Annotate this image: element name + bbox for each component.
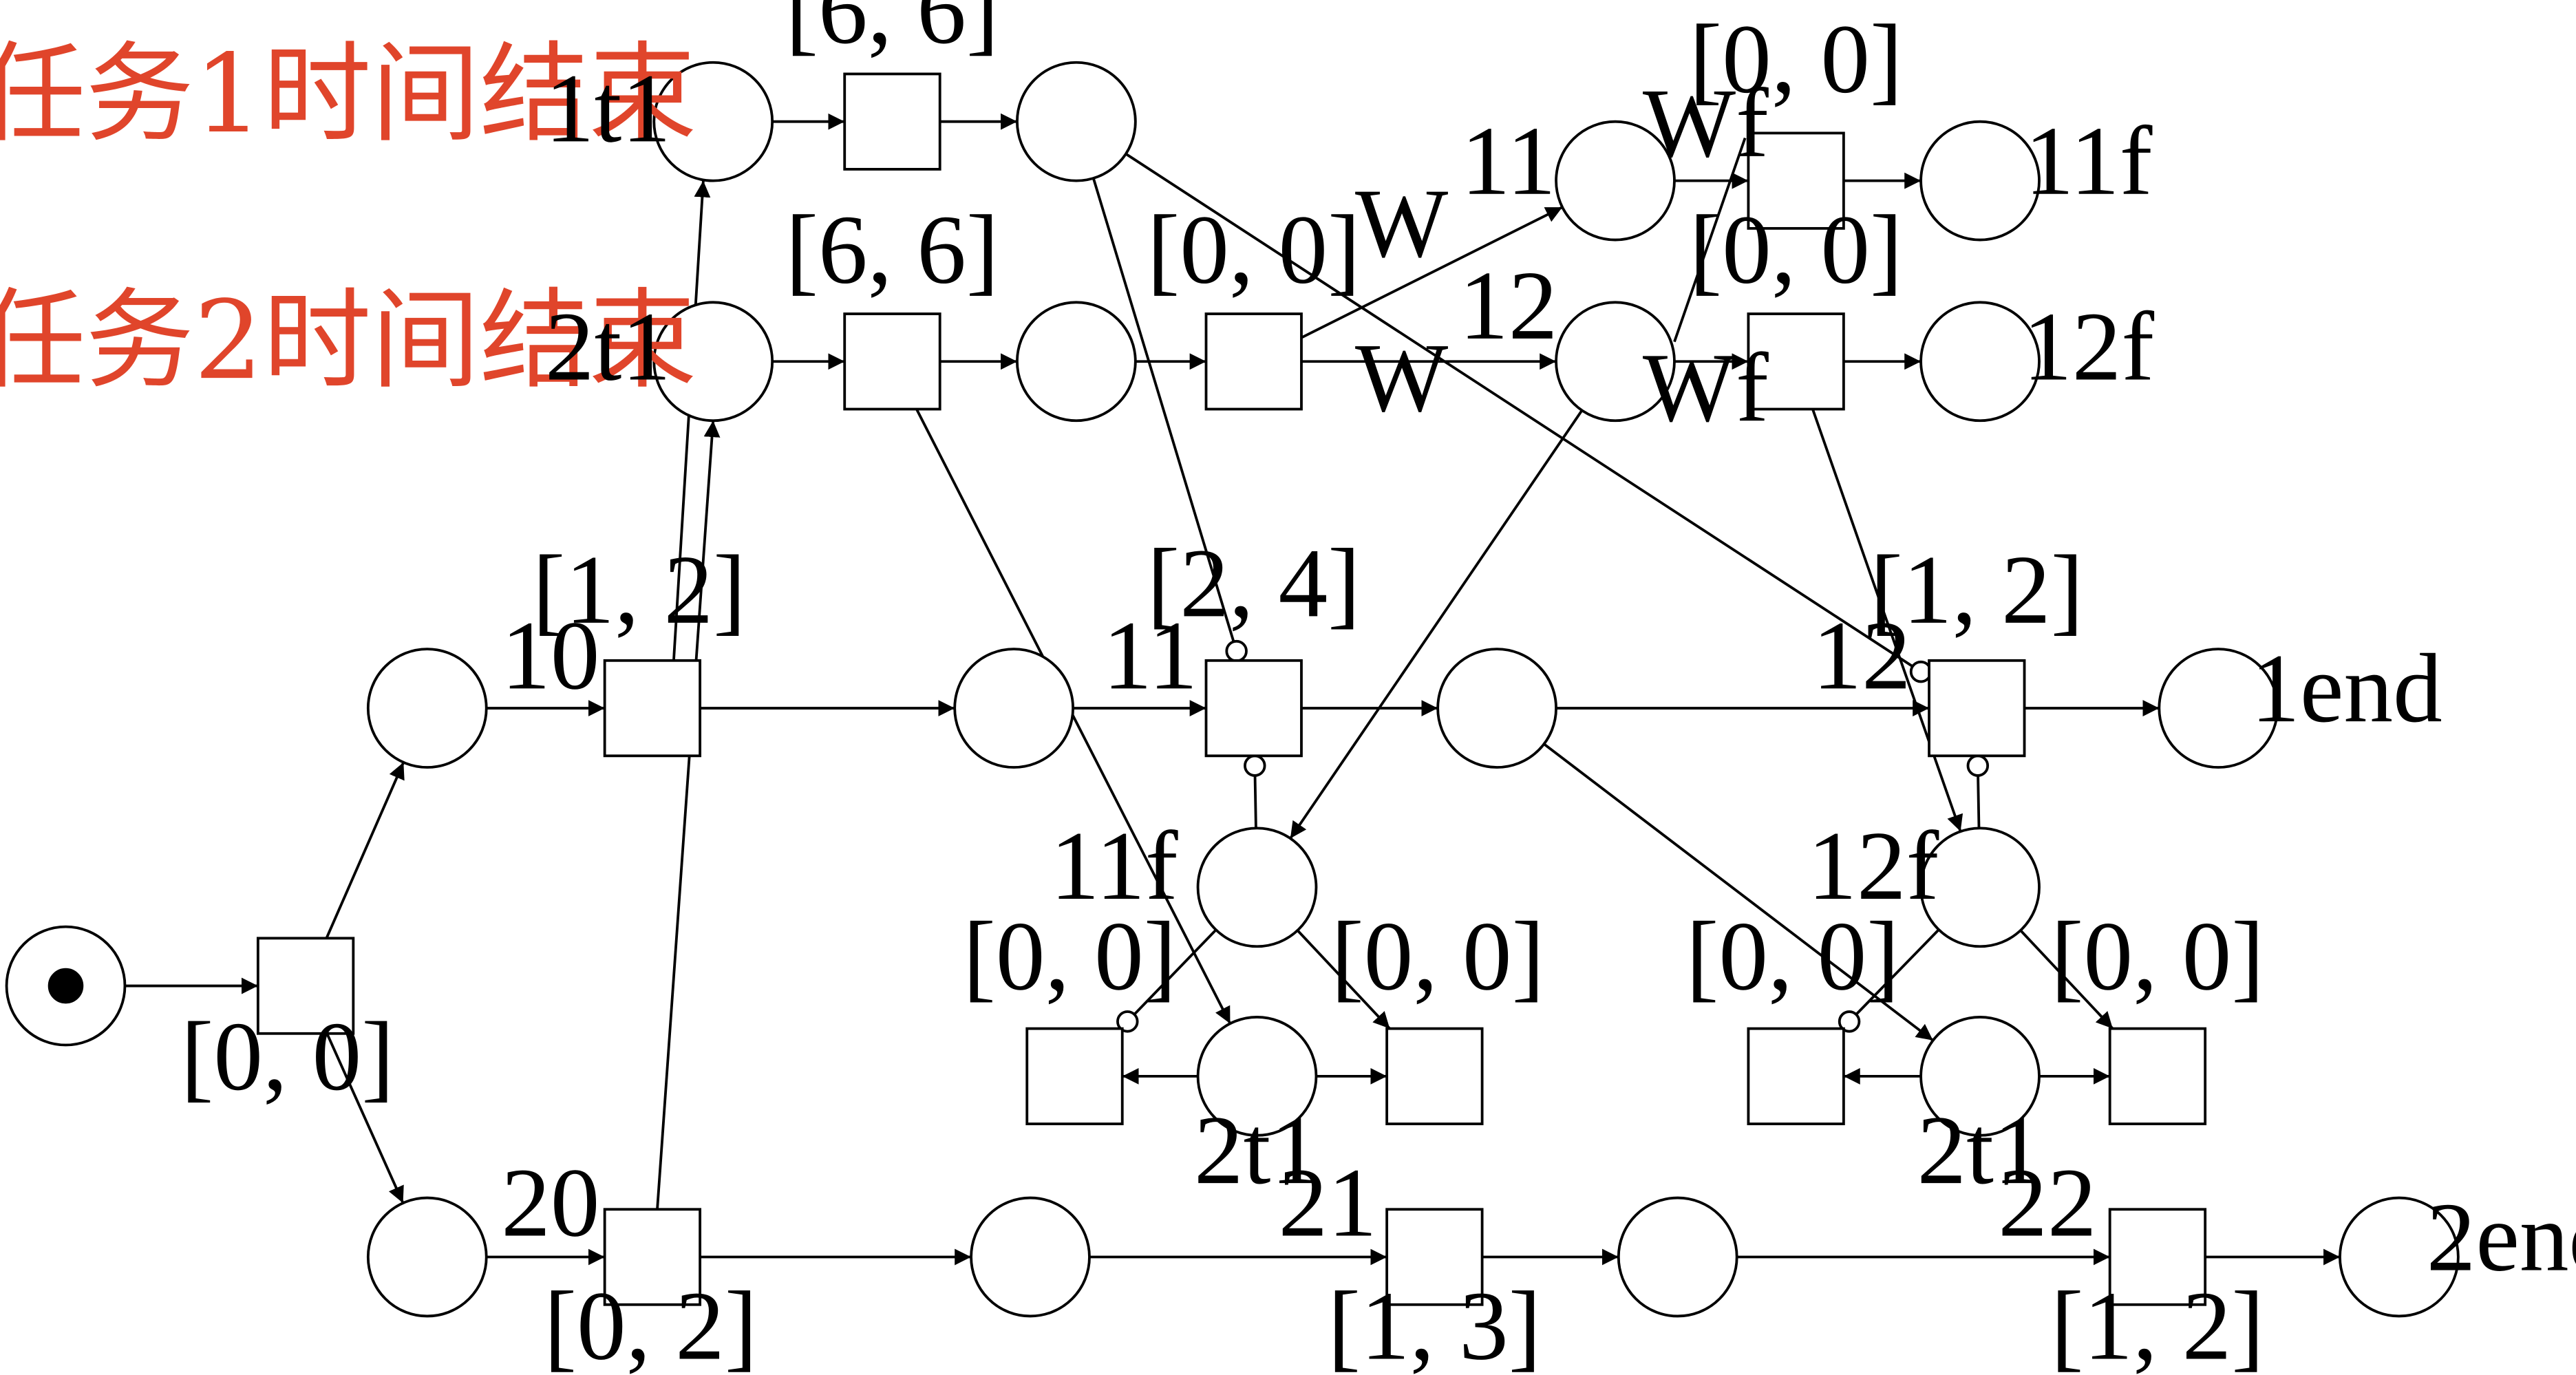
interval-21: [1, 3] bbox=[1328, 1271, 1541, 1375]
place-pt2out bbox=[1016, 301, 1137, 423]
place-p1end bbox=[2158, 648, 2279, 769]
transition-t12 bbox=[1928, 659, 2026, 758]
interval-b1: [0, 0] bbox=[1686, 901, 1899, 1010]
transition-tb1 bbox=[1747, 1027, 1845, 1126]
arc-label-22: 22 bbox=[1998, 1147, 2096, 1257]
arc-label-wf-top: Wf bbox=[1643, 68, 1769, 178]
label-2t1-right: 2t1 bbox=[1917, 1095, 2043, 1204]
interval-t2: [6, 6] bbox=[785, 195, 999, 304]
inhibit-out-12-circle bbox=[1909, 660, 1933, 683]
transition-twf1 bbox=[1747, 131, 1845, 230]
arc-11f-a2 bbox=[1296, 929, 1391, 1030]
label-2t1: 2t1 bbox=[545, 292, 671, 401]
transition-twf2 bbox=[1747, 312, 1845, 411]
transition-ta2 bbox=[1385, 1027, 1484, 1126]
arc-start-d bbox=[326, 1033, 405, 1204]
arc-label-w-top: W bbox=[1355, 168, 1448, 277]
place-pe bbox=[970, 1196, 1091, 1318]
inhibit-11f-a1-circle bbox=[1116, 1010, 1139, 1033]
arc-w-11 bbox=[1301, 206, 1563, 339]
transition-t10 bbox=[603, 659, 702, 758]
place-p12 bbox=[1555, 301, 1676, 423]
interval-t1: [6, 6] bbox=[785, 0, 999, 64]
label-2t1-left: 2t1 bbox=[1194, 1095, 1320, 1204]
arc-label-wf-bottom: Wf bbox=[1643, 332, 1769, 442]
place-pc bbox=[1436, 648, 1557, 769]
transition-tb2 bbox=[2108, 1027, 2207, 1126]
place-pb bbox=[953, 648, 1075, 769]
inhibit-11f-a1 bbox=[1126, 928, 1217, 1023]
inhibit-12f-b1-circle bbox=[1838, 1010, 1861, 1033]
arc-start-a bbox=[325, 762, 405, 939]
place-p11fl bbox=[1196, 827, 1318, 948]
arc-label-21: 21 bbox=[1279, 1147, 1377, 1257]
interval-start: [0, 0] bbox=[181, 1001, 394, 1111]
label-place-11f: 11f bbox=[2025, 106, 2153, 215]
interval-20: [0, 2] bbox=[544, 1271, 757, 1375]
label-12f: 12f bbox=[1807, 811, 1939, 920]
arc-label-w-bottom: W bbox=[1355, 323, 1448, 432]
place-p12fl bbox=[1919, 827, 2041, 948]
arc-c-2t1 bbox=[1543, 743, 1934, 1042]
label-place-11: 11 bbox=[1461, 106, 1556, 215]
place-p2t1l bbox=[1196, 1016, 1318, 1137]
interval-12: [1, 2] bbox=[1870, 535, 2083, 644]
interval-11: [2, 4] bbox=[1147, 528, 1361, 637]
transition-t11 bbox=[1204, 659, 1303, 758]
task2-end-annotation: 任务2时间结束 bbox=[0, 278, 696, 404]
inhibit-out-11 bbox=[1092, 178, 1238, 652]
place-p2t1r bbox=[1919, 1016, 2041, 1137]
transition-tw bbox=[1204, 312, 1303, 411]
arc-label-11: 11 bbox=[1103, 600, 1197, 710]
transition-ta1 bbox=[1025, 1027, 1124, 1126]
label-11f: 11f bbox=[1050, 811, 1178, 920]
label-2end: 2end bbox=[2427, 1182, 2576, 1292]
inhibit-out-12 bbox=[1125, 152, 1922, 673]
transition-tt2 bbox=[843, 312, 941, 411]
place-p2t1 bbox=[652, 301, 774, 423]
transition-t22 bbox=[2108, 1208, 2207, 1306]
label-place-12: 12 bbox=[1459, 251, 1557, 360]
arc-12-11f bbox=[1289, 409, 1584, 840]
place-pa bbox=[366, 648, 488, 769]
label-1end: 1end bbox=[2250, 633, 2442, 743]
interval-a1: [0, 0] bbox=[963, 901, 1176, 1010]
arc-20-2t1 bbox=[656, 420, 721, 1210]
arc-label-20: 20 bbox=[501, 1147, 599, 1257]
place-p2end bbox=[2339, 1196, 2460, 1318]
place-p1t1 bbox=[652, 61, 774, 182]
transition-tstart bbox=[256, 937, 355, 1035]
place-p12f bbox=[1919, 301, 2041, 423]
arc-10-1t1 bbox=[672, 180, 711, 661]
task1-end-annotation: 任务1时间结束 bbox=[0, 32, 696, 158]
inhibit-12f-b1 bbox=[1848, 928, 1940, 1023]
interval-a2: [0, 0] bbox=[1331, 901, 1544, 1010]
interval-wf1: [0, 0] bbox=[1689, 4, 1902, 114]
arc-wf-12f-down bbox=[1811, 408, 1963, 832]
inhibit-out-11-circle bbox=[1225, 639, 1248, 663]
interval-w: [0, 0] bbox=[1147, 195, 1361, 304]
arc-label-12: 12 bbox=[1813, 600, 1911, 710]
place-p11 bbox=[1555, 120, 1676, 242]
interval-22: [1, 2] bbox=[2051, 1271, 2264, 1375]
transition-tt1 bbox=[843, 72, 941, 171]
inhibit-12f-12-circle bbox=[1966, 754, 1990, 777]
place-pd bbox=[366, 1196, 488, 1318]
label-1t1: 1t1 bbox=[545, 53, 671, 162]
inhibit-11f-11-circle bbox=[1244, 754, 1266, 777]
place-p11f bbox=[1919, 120, 2041, 242]
interval-10: [1, 2] bbox=[533, 535, 746, 644]
arc-wf-link bbox=[1673, 137, 1747, 343]
interval-wf2: [0, 0] bbox=[1689, 195, 1902, 304]
place-pt1out bbox=[1016, 61, 1137, 182]
label-place-12f: 12f bbox=[2023, 292, 2154, 401]
interval-b2: [0, 0] bbox=[2051, 901, 2264, 1010]
transition-t21 bbox=[1385, 1208, 1484, 1306]
arc-label-10: 10 bbox=[501, 600, 599, 710]
token bbox=[47, 968, 84, 1004]
arc-12f-b2 bbox=[2019, 929, 2114, 1030]
place-pf bbox=[1617, 1196, 1738, 1318]
transition-t20 bbox=[603, 1208, 702, 1306]
